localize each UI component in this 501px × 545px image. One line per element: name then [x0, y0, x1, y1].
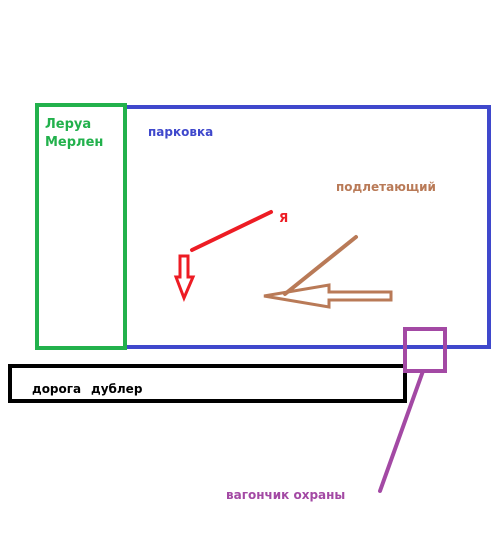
store-label-line2: Мерлен — [45, 135, 103, 150]
approaching-pointer-line — [283, 235, 358, 296]
backup-road-label: дублер — [91, 382, 143, 396]
store-label: Леруа Мерлен — [45, 117, 103, 150]
store-building — [35, 103, 127, 350]
approaching-label: подлетающий — [336, 180, 436, 194]
road-label: дорога — [32, 382, 81, 396]
parking-label: парковка — [148, 125, 213, 139]
me-down-arrow-icon — [173, 254, 196, 302]
me-label: Я — [279, 211, 288, 225]
guard-booth-label: вагончик охраны — [226, 488, 345, 502]
guard-booth-box — [403, 327, 447, 373]
me-pointer-line — [190, 210, 273, 252]
store-label-line1: Леруа — [45, 117, 91, 132]
parking-area — [123, 105, 491, 349]
road-strip — [8, 364, 407, 403]
approaching-left-arrow-icon — [263, 283, 393, 309]
guard-booth-pointer — [378, 369, 425, 493]
